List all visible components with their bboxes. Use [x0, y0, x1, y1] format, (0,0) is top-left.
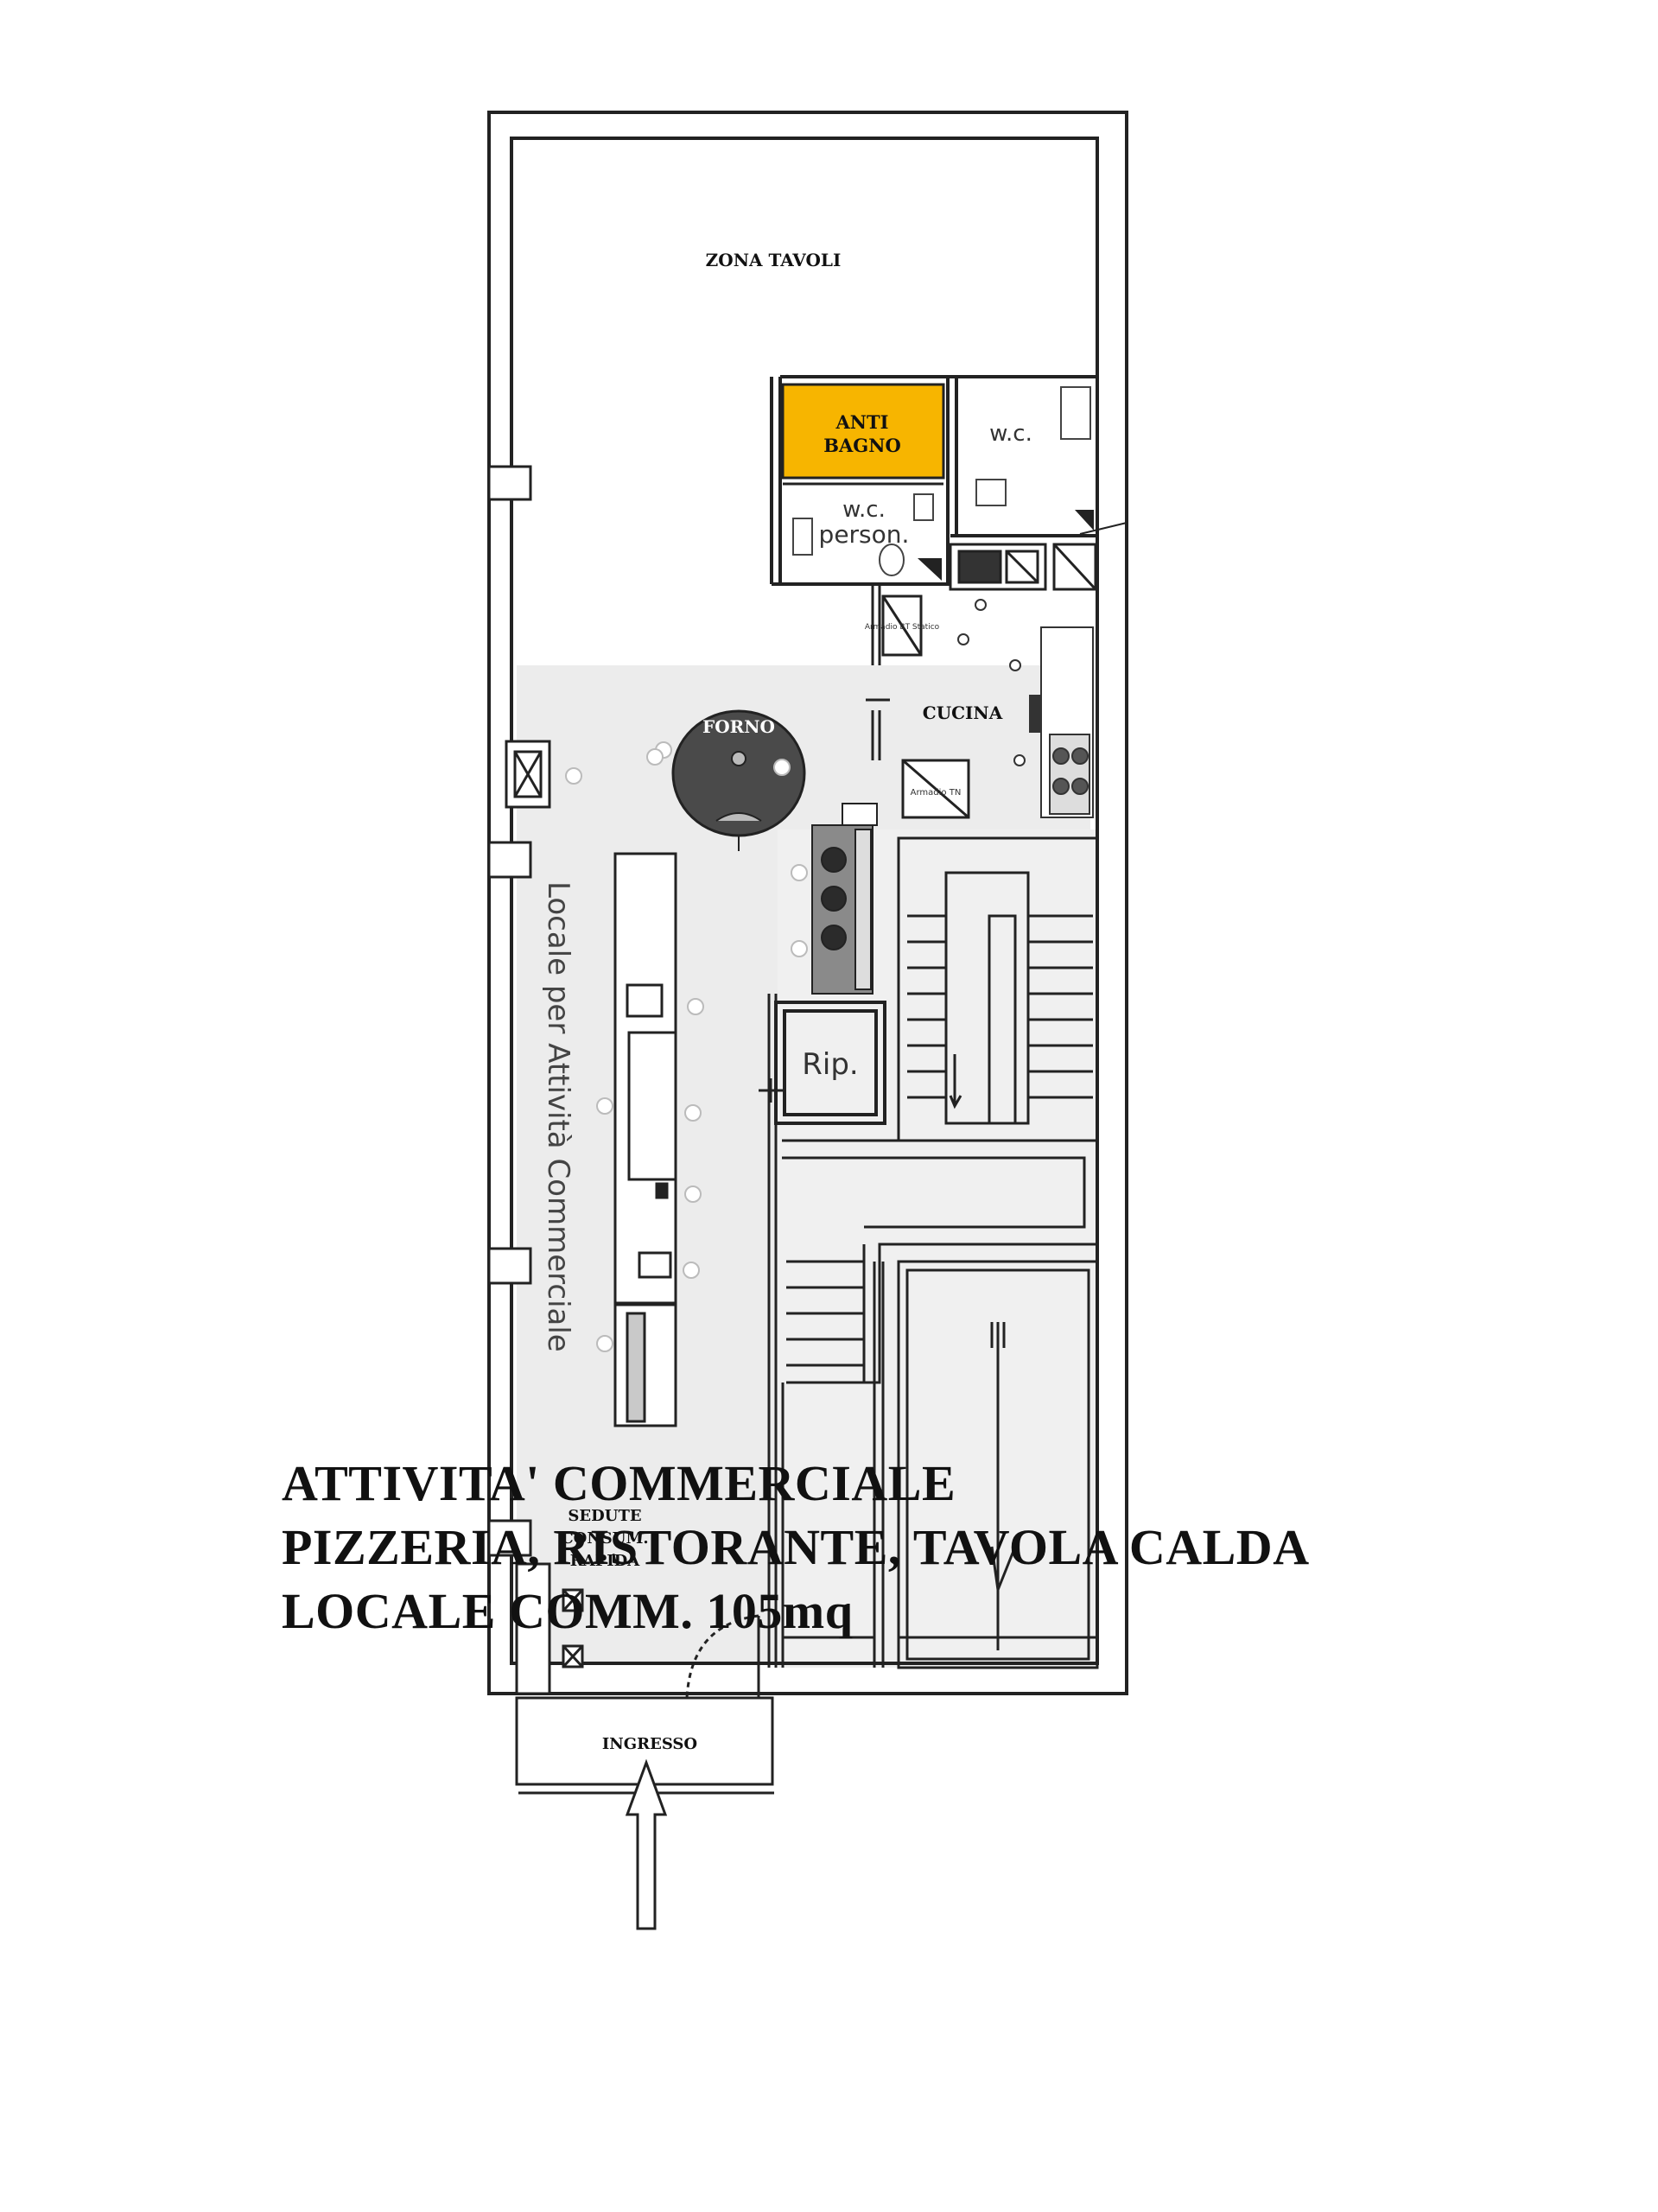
- sedute-label-3: RAPIDA: [570, 1552, 640, 1570]
- seating: [515, 1562, 584, 1695]
- wc-person-fixture: [913, 493, 934, 521]
- ramp-shaft: [897, 1260, 1099, 1669]
- rip-label: Rip.: [802, 1047, 858, 1082]
- wc-person-toilet: [879, 543, 905, 576]
- wc-corner: [1075, 510, 1094, 531]
- forno-oven: [671, 709, 806, 851]
- vent-box: [505, 740, 551, 809]
- pilasters: [487, 465, 532, 1557]
- bathroom-block: [770, 375, 1099, 586]
- entrance-arrow: [625, 1758, 668, 1930]
- armadio-bt: [881, 594, 923, 657]
- wc-person-label-2: person.: [819, 520, 910, 549]
- sedute-label-2: CONSUM.: [561, 1529, 648, 1548]
- wc-label: w.c.: [989, 421, 1032, 447]
- pizza-counter: [811, 803, 878, 995]
- ingresso-label: INGRESSO: [602, 1735, 697, 1753]
- caption-block: ATTIVITA' COMMERCIALE PIZZERIA, RISTORAN…: [282, 1452, 1647, 1643]
- anti-bagno-label-1: ANTI: [835, 411, 889, 433]
- wc-basin: [1060, 386, 1091, 440]
- armadio-bt-label: Armadio BT Statico: [865, 623, 940, 632]
- sedute-label-1: SEDUTE: [568, 1507, 641, 1525]
- anti-bagno-room: [781, 383, 945, 480]
- caption-line-1: ATTIVITA' COMMERCIALE: [282, 1455, 956, 1511]
- armadio-tn: [901, 759, 970, 819]
- anti-bagno-label-2: BAGNO: [823, 435, 900, 456]
- armadio-tn-label: Armadio TN: [911, 788, 962, 798]
- caption-line-3: LOCALE COMM. 105mq: [282, 1583, 854, 1639]
- kitchen-equipment: [957, 599, 1094, 818]
- forno-label: FORNO: [702, 716, 775, 737]
- wc-person-basin: [792, 518, 813, 556]
- shaft: [949, 543, 1097, 591]
- cucina-label: CUCINA: [923, 702, 1003, 723]
- wc-toilet: [975, 479, 1007, 506]
- kitchen-walls: [866, 584, 890, 760]
- zona-tavoli-label: ZONA TAVOLI: [706, 250, 842, 270]
- wc-person-label-1: w.c.: [842, 497, 886, 523]
- serving-counter: [613, 852, 677, 1427]
- staircase: [782, 836, 1099, 1384]
- exhaust-line: [1079, 522, 1128, 535]
- locale-label: Locale per Attività Commerciale: [541, 881, 575, 1352]
- wc-person-corner: [918, 558, 942, 581]
- caption-line-2: PIZZERIA, RISTORANTE, TAVOLA CALDA: [282, 1519, 1310, 1575]
- corridor-walls: [781, 1262, 1097, 1668]
